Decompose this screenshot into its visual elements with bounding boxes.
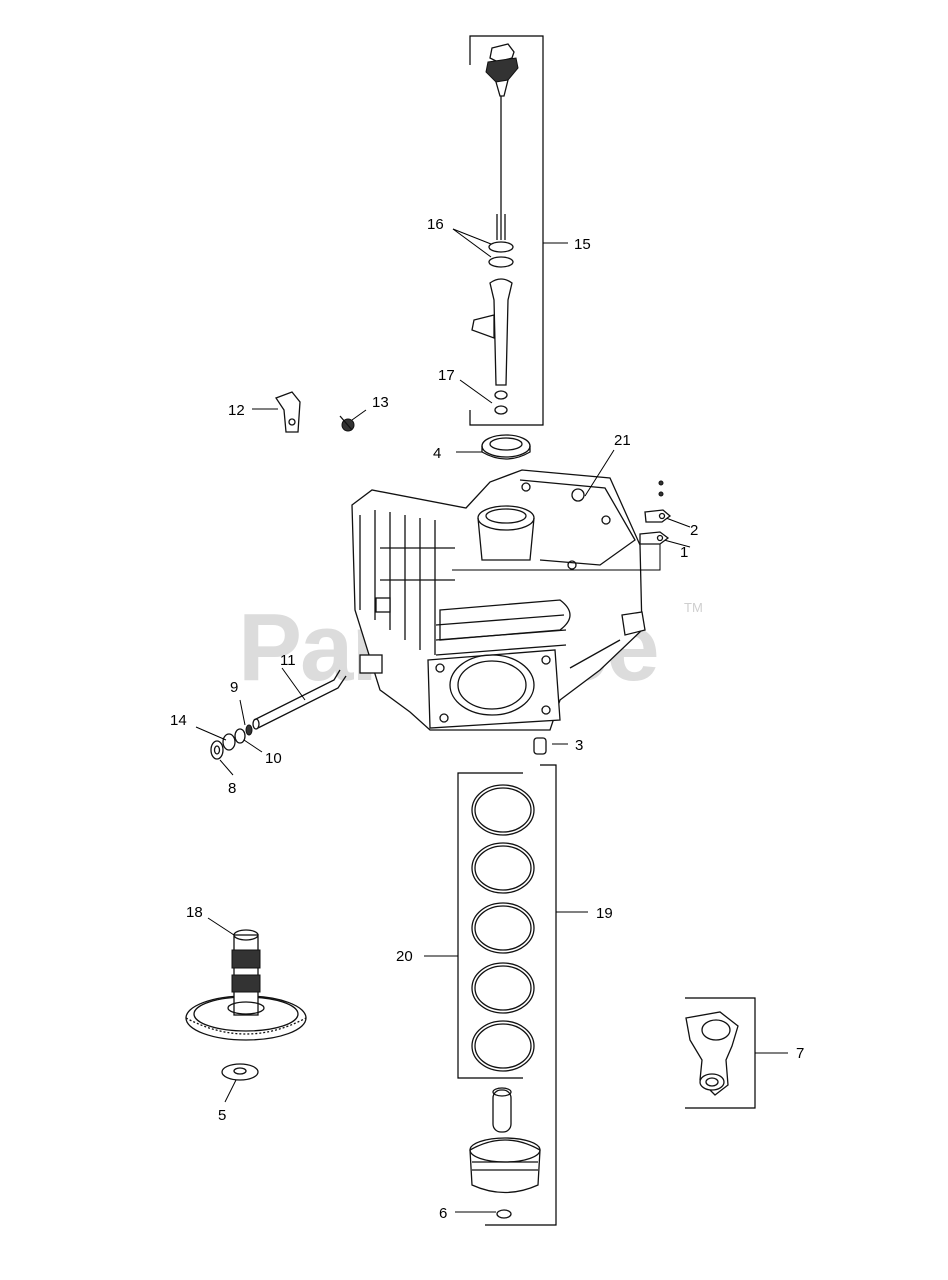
callout-7: 7 <box>796 1045 804 1062</box>
callout-16: 16 <box>427 216 444 233</box>
callout-8: 8 <box>228 780 236 797</box>
watermark-trademark: TM <box>684 600 703 615</box>
callout-3: 3 <box>575 737 583 754</box>
oil-seal[interactable] <box>481 434 531 460</box>
washer-parts[interactable] <box>210 724 253 760</box>
callout-15: 15 <box>574 236 591 253</box>
callout-1: 1 <box>680 544 688 561</box>
callout-18: 18 <box>186 904 203 921</box>
callout-19: 19 <box>596 905 613 922</box>
piston[interactable] <box>469 1087 541 1219</box>
callout-6: 6 <box>439 1205 447 1222</box>
crankcase-block[interactable] <box>351 469 646 731</box>
callout-13: 13 <box>372 394 389 411</box>
bracket-part[interactable] <box>275 391 301 433</box>
piston-rings[interactable] <box>471 784 535 1072</box>
callout-9: 9 <box>230 679 238 696</box>
lug-part-2[interactable] <box>644 480 672 523</box>
dowel-pin[interactable] <box>533 737 547 755</box>
camshaft[interactable] <box>185 929 307 1041</box>
callout-12: 12 <box>228 402 245 419</box>
callout-2: 2 <box>690 522 698 539</box>
screw-part[interactable] <box>339 415 355 432</box>
connecting-rod[interactable] <box>685 1011 739 1096</box>
breather-tube[interactable] <box>252 669 347 730</box>
callout-5: 5 <box>218 1107 226 1124</box>
callout-20: 20 <box>396 948 413 965</box>
callout-4: 4 <box>433 445 441 462</box>
dipstick-assembly[interactable] <box>469 35 568 426</box>
callout-14: 14 <box>170 712 187 729</box>
callout-11: 11 <box>280 652 296 669</box>
thrust-washer[interactable] <box>221 1063 259 1081</box>
callout-21: 21 <box>614 432 631 449</box>
lug-part-1[interactable] <box>639 531 670 545</box>
callout-17: 17 <box>438 367 455 384</box>
callout-10: 10 <box>265 750 282 767</box>
callout-labels: 1 2 3 4 5 6 7 8 9 10 11 12 13 14 15 16 1… <box>170 216 804 1222</box>
